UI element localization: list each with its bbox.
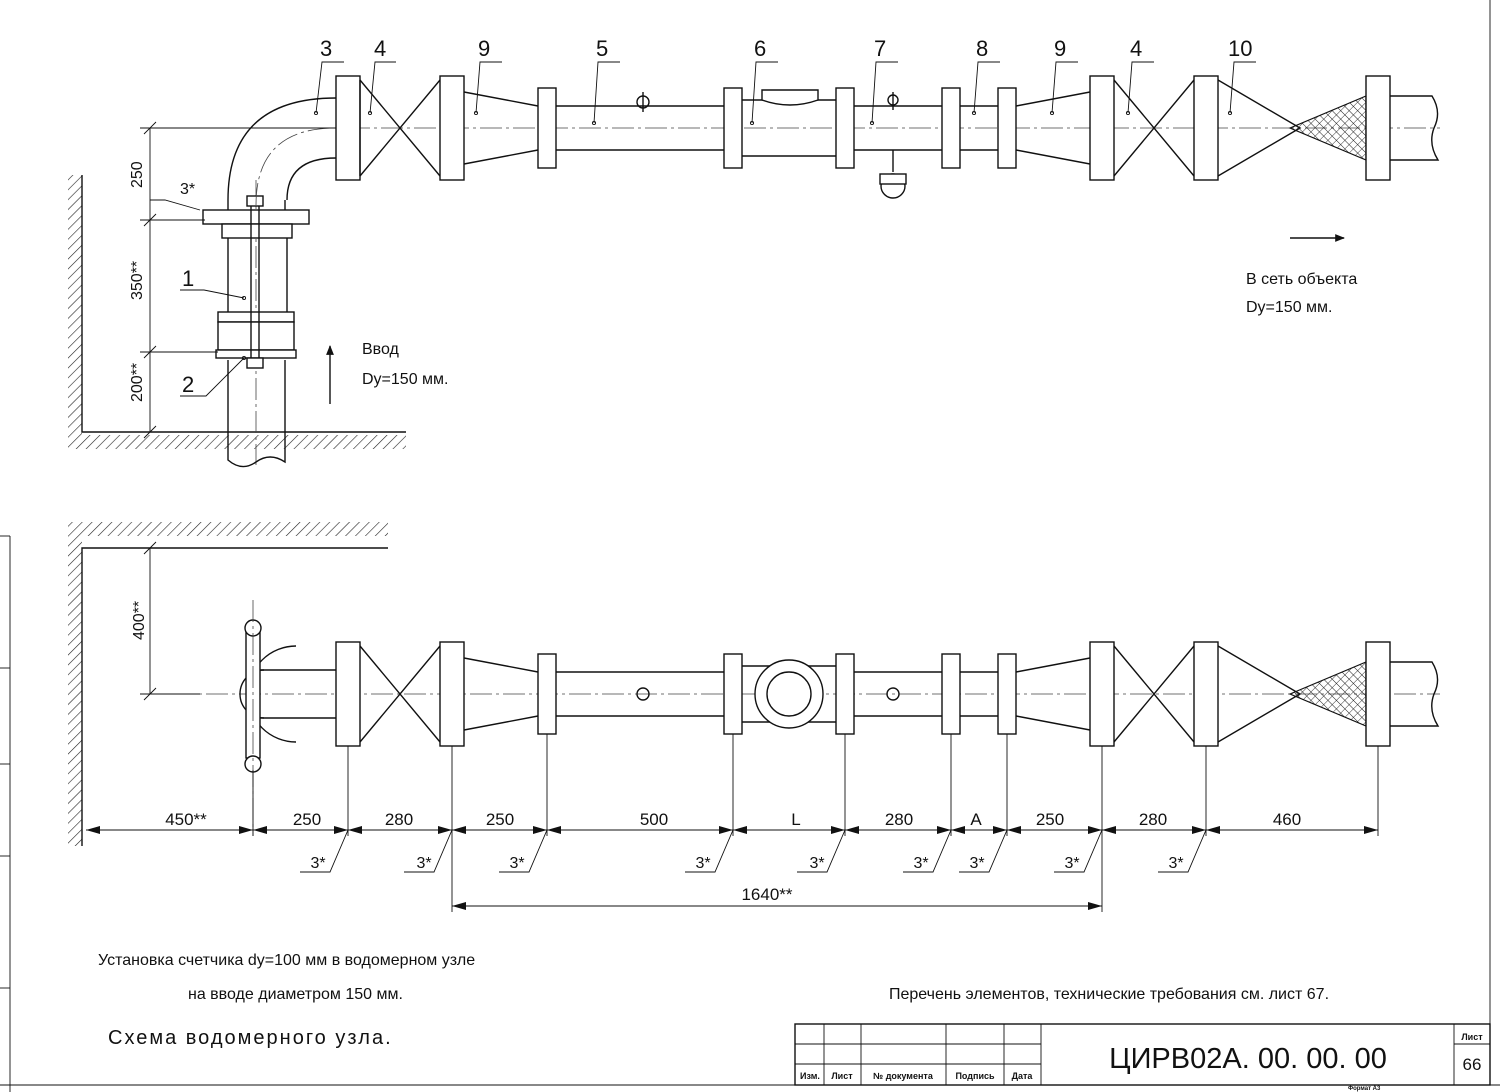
scheme-title: Схема водомерного узла.	[108, 1027, 393, 1049]
plan-item-label: 3	[320, 36, 332, 61]
riser-label: 1	[182, 266, 194, 291]
gasket-label: 3*	[180, 181, 195, 198]
title-block-column: № документа	[873, 1071, 934, 1081]
gasket-label: 3*	[1168, 855, 1183, 872]
plan-item-label: 4	[374, 36, 386, 61]
strainer-mesh	[1288, 95, 1367, 161]
plan-item-label: 7	[874, 36, 886, 61]
plan-leaders	[180, 61, 1256, 397]
title-block: Изм. Лист № документа Подпись Дата Лист …	[794, 1023, 1491, 1086]
gasket-label: 3*	[1064, 855, 1079, 872]
elevation-wall-hatch	[68, 536, 82, 846]
dim-label: 500	[640, 810, 668, 829]
sheet-label: Лист	[1461, 1032, 1483, 1042]
dim-label: 280	[885, 810, 913, 829]
plan-item-label: 9	[478, 36, 490, 61]
riser-top-flange	[202, 209, 310, 225]
plan-item-label: 5	[596, 36, 608, 61]
plan-pipeline	[335, 75, 1440, 199]
inlet-riser	[202, 195, 310, 468]
plan-wall-hatch	[68, 175, 82, 435]
riser-label: 2	[182, 372, 194, 397]
plan-floor-hatch	[68, 435, 406, 449]
plan-item-label: 10	[1228, 36, 1252, 61]
elevation-pipeline	[335, 641, 1440, 747]
ceiling-hatch	[68, 522, 388, 536]
dim-label: 250	[1036, 810, 1064, 829]
gasket-label: 3*	[416, 855, 431, 872]
plan-item-label: 4	[1130, 36, 1142, 61]
elbow	[227, 97, 337, 206]
title-block-column: Дата	[1012, 1071, 1034, 1081]
horizontal-dim-chain	[86, 734, 1379, 912]
dim-200: 200**	[129, 363, 146, 402]
dim-350: 350**	[129, 261, 146, 300]
dim-250: 250	[129, 161, 146, 188]
dim-label: 250	[293, 810, 321, 829]
gasket-label: 3*	[695, 855, 710, 872]
installation-note-line1: Установка счетчика dy=100 мм в водомерно…	[98, 952, 476, 969]
title-block-column: Подпись	[955, 1071, 995, 1081]
wall-offset-label: 400**	[131, 601, 148, 640]
dim-label: 280	[385, 810, 413, 829]
dim-label: L	[791, 810, 800, 829]
title-block-column: Изм.	[800, 1071, 820, 1081]
side-elbow	[239, 600, 336, 836]
plan-item-label: 8	[976, 36, 988, 61]
gasket-label: 3*	[809, 855, 824, 872]
inlet-title: Ввод	[362, 341, 400, 358]
dim-label: 280	[1139, 810, 1167, 829]
inlet-size: Dy=150 мм.	[362, 371, 448, 388]
format-label: Формат А3	[1348, 1086, 1381, 1092]
gasket-label: 3*	[969, 855, 984, 872]
dim-label: 250	[486, 810, 514, 829]
dim-label: A	[970, 810, 982, 829]
valve-flange	[335, 75, 361, 181]
dim-arrows	[86, 826, 1378, 910]
overall-dim-label: 1640**	[741, 885, 792, 904]
dim-label: 460	[1273, 810, 1301, 829]
elevation-view: 450** 250 280 250 500 L 280 A 250 280 46…	[68, 522, 1440, 912]
gasket-label: 3*	[913, 855, 928, 872]
document-code: ЦИРВ02А. 00. 00. 00	[1109, 1043, 1387, 1075]
dim-label: 450**	[165, 810, 207, 829]
installation-note-line2: на вводе диаметром 150 мм.	[188, 986, 403, 1003]
plan-item-label: 6	[754, 36, 766, 61]
sheet-number: 66	[1463, 1055, 1482, 1074]
outlet-size: Dy=150 мм.	[1246, 299, 1332, 316]
elements-reference-note: Перечень элементов, технические требован…	[889, 986, 1330, 1003]
plan-view: 3 4 9 5 6 7 8 9 4 10 1 2 250 350** 200**…	[68, 36, 1440, 468]
title-block-column: Лист	[831, 1071, 853, 1081]
plan-vertical-dims	[140, 121, 336, 439]
gasket-label: 3*	[509, 855, 524, 872]
wall-offset-dim	[140, 541, 200, 701]
plan-item-label: 9	[1054, 36, 1066, 61]
outlet-title: В сеть объекта	[1246, 271, 1357, 288]
gasket-label: 3*	[310, 855, 325, 872]
